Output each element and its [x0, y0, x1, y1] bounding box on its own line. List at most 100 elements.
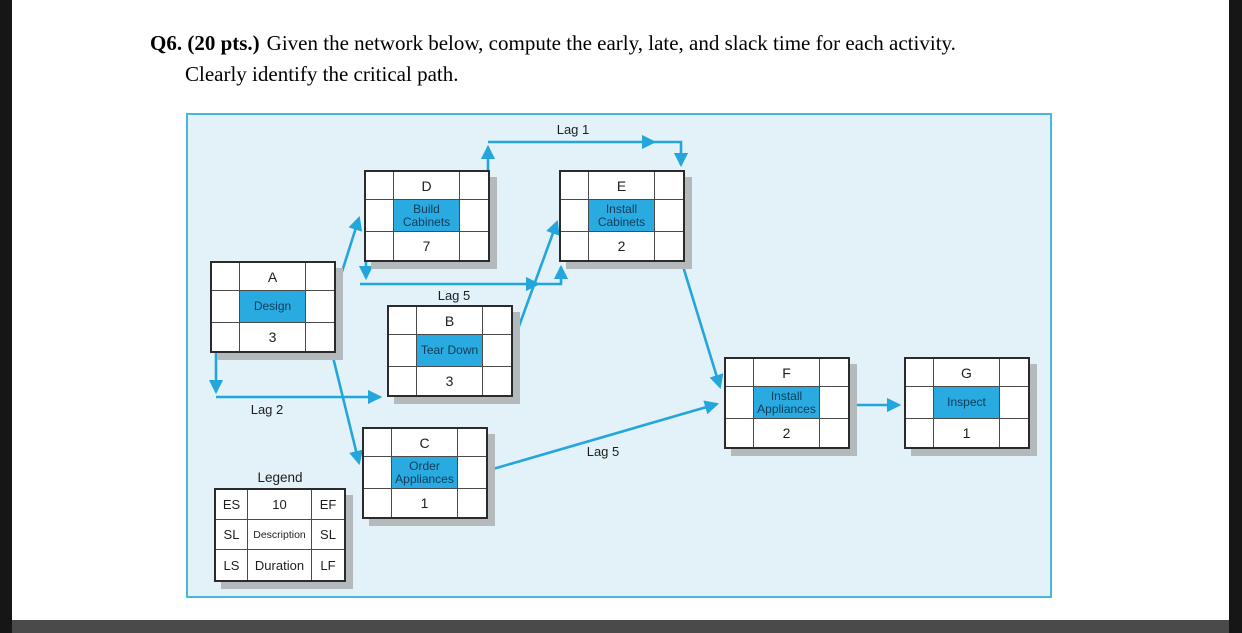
legend-table: ES 10 EF SL Description SL LS Duration L… [214, 488, 346, 582]
activity-duration: 2 [754, 419, 820, 447]
es-cell [906, 359, 934, 387]
arrow-a-to-d [332, 215, 363, 298]
legend-sl-right: SL [312, 520, 344, 550]
es-cell [561, 172, 589, 200]
question-line-1: Q6. (20 pts.)Given the network below, co… [150, 28, 1110, 59]
lf-cell [820, 419, 848, 447]
activity-id: B [417, 307, 483, 335]
sl-cell [364, 457, 392, 489]
legend-ls: LS [216, 550, 248, 580]
sl-cell [212, 291, 240, 323]
ef-cell [820, 359, 848, 387]
legend-duration-example: 10 [248, 490, 312, 520]
lf-cell [483, 367, 511, 395]
es-cell [212, 263, 240, 291]
activity-description: Build Cabinets [394, 200, 460, 232]
activity-duration: 2 [589, 232, 655, 260]
arrow-e-to-f [680, 262, 724, 390]
activity-node-g: G Inspect 1 [904, 357, 1030, 449]
activity-duration: 1 [392, 489, 458, 517]
arrow-c-to-f [485, 400, 720, 473]
arrow-lag5-up [536, 264, 569, 286]
ls-cell [389, 367, 417, 395]
es-cell [366, 172, 394, 200]
ef-cell [458, 429, 486, 457]
activity-id: E [589, 172, 655, 200]
es-cell [389, 307, 417, 335]
ls-cell [561, 232, 589, 260]
network-diagram-panel: A Design 3 D Build Cabinets 7 B Tear Dow… [186, 113, 1052, 598]
legend: Legend ES 10 EF SL Description SL LS Dur… [214, 470, 346, 582]
sl-cell [820, 387, 848, 419]
question-line-2: Clearly identify the critical path. [185, 62, 459, 86]
sl-cell [906, 387, 934, 419]
activity-description: Order Appliances [392, 457, 458, 489]
ls-cell [366, 232, 394, 260]
lag-label-5-top: Lag 5 [437, 288, 471, 303]
sl-cell [458, 457, 486, 489]
arrow-lag1-down [652, 140, 689, 168]
legend-duration: Duration [248, 550, 312, 580]
ef-cell [1000, 359, 1028, 387]
activity-node-f: F Install Appliances 2 [724, 357, 850, 449]
ls-cell [906, 419, 934, 447]
legend-lf: LF [320, 557, 336, 573]
sl-cell [726, 387, 754, 419]
sl-cell [655, 200, 683, 232]
lag-label-2: Lag 2 [250, 402, 284, 417]
activity-duration: 3 [417, 367, 483, 395]
activity-duration: 7 [394, 232, 460, 260]
sl-cell [483, 335, 511, 367]
ls-cell [212, 323, 240, 351]
activity-id: D [394, 172, 460, 200]
sl-cell [1000, 387, 1028, 419]
activity-description: Install Cabinets [589, 200, 655, 232]
ef-cell [460, 172, 488, 200]
activity-node-e: E Install Cabinets 2 [559, 170, 685, 262]
ls-cell [364, 489, 392, 517]
screen-edge-bottom [12, 620, 1229, 633]
lf-cell [306, 323, 334, 351]
activity-id: F [754, 359, 820, 387]
activity-node-b: B Tear Down 3 [387, 305, 513, 397]
activity-duration: 1 [934, 419, 1000, 447]
legend-sl-left: SL [216, 520, 248, 550]
activity-duration: 3 [240, 323, 306, 351]
lf-cell [655, 232, 683, 260]
legend-es: ES [216, 490, 248, 520]
sl-cell [561, 200, 589, 232]
legend-description: Description [248, 520, 312, 550]
ef-cell [483, 307, 511, 335]
activity-id: A [240, 263, 306, 291]
sl-cell [366, 200, 394, 232]
activity-node-a: A Design 3 [210, 261, 336, 353]
activity-node-d: D Build Cabinets 7 [364, 170, 490, 262]
activity-description: Tear Down [417, 335, 483, 367]
legend-ef: EF [312, 490, 344, 520]
screen-edge-left [0, 0, 12, 633]
lf-cell [458, 489, 486, 517]
question-text: Q6. (20 pts.)Given the network below, co… [150, 28, 1110, 90]
activity-node-c: C Order Appliances 1 [362, 427, 488, 519]
activity-description: Inspect [934, 387, 1000, 419]
connector-arrows [208, 134, 902, 473]
es-cell [726, 359, 754, 387]
legend-title: Legend [257, 470, 303, 485]
lf-cell [460, 232, 488, 260]
lag-label-5-bottom: Lag 5 [586, 444, 620, 459]
activity-id: G [934, 359, 1000, 387]
screen-edge-right [1229, 0, 1242, 633]
sl-cell [460, 200, 488, 232]
ef-cell [655, 172, 683, 200]
lag-label-1: Lag 1 [556, 122, 590, 137]
ef-cell [306, 263, 334, 291]
es-cell [364, 429, 392, 457]
lf-cell [1000, 419, 1028, 447]
activity-id: C [392, 429, 458, 457]
sl-cell [389, 335, 417, 367]
ls-cell [726, 419, 754, 447]
question-number: Q6. (20 pts.) [150, 31, 260, 55]
question-body: Given the network below, compute the ear… [266, 31, 956, 55]
sl-cell [306, 291, 334, 323]
arrow-b-to-e [509, 219, 560, 349]
